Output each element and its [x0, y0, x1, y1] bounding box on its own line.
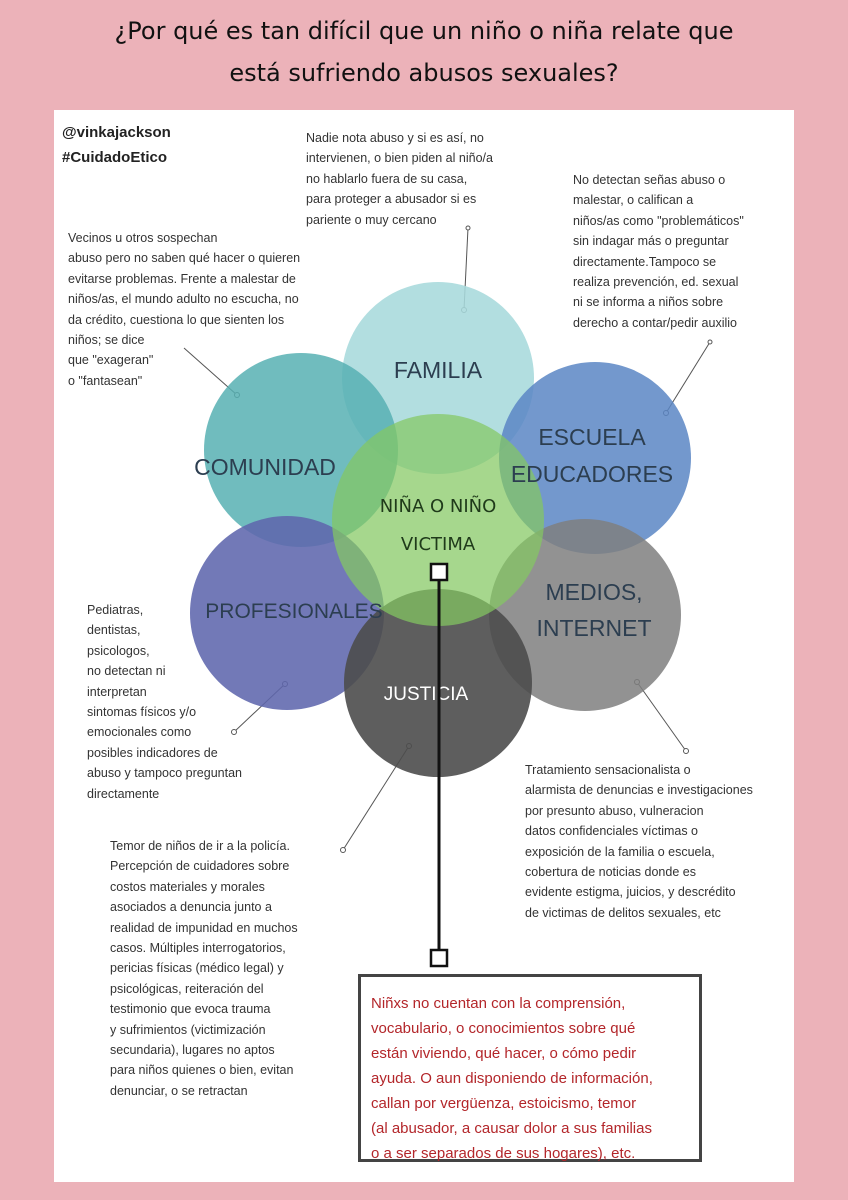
- title-line-1: ¿Por qué es tan difícil que un niño o ni…: [114, 17, 734, 45]
- note-profesionales: Pediatras, dentistas, psicologos, no det…: [87, 603, 242, 801]
- label-profesionales: PROFESIONALES: [205, 600, 382, 623]
- label-justicia: JUSTICIA: [384, 684, 469, 705]
- circle-medios: [489, 519, 681, 711]
- label-familia: FAMILIA: [394, 357, 483, 383]
- note-comunidad: Vecinos u otros sospechan abuso pero no …: [68, 231, 301, 388]
- title-line-2: está sufriendo abusos sexuales?: [229, 59, 619, 87]
- note-familia: Nadie nota abuso y si es así, no intervi…: [306, 131, 493, 227]
- circle-labels: FAMILIA COMUNIDAD ESCUELA EDUCADORES PRO…: [194, 357, 673, 705]
- circle-center-victima: [332, 414, 544, 626]
- note-justicia: Temor de niños de ir a la policía. Perce…: [110, 839, 298, 1098]
- handle-username: @vinkajackson: [62, 124, 171, 141]
- note-medios: Tratamiento sensacionalista o alarmista …: [525, 763, 753, 920]
- label-escuela-1: ESCUELA: [538, 424, 646, 450]
- connector-bottom-square: [429, 948, 449, 968]
- circles: [190, 282, 691, 777]
- note-escuela: No detectan señas abuso o malestar, o ca…: [573, 173, 744, 330]
- circle-profesionales: [190, 516, 384, 710]
- label-comunidad: COMUNIDAD: [194, 454, 336, 480]
- leader-line-medios: [636, 681, 687, 752]
- callout-box: Niñxs no cuentan con la comprensión, voc…: [358, 974, 702, 1162]
- page-title: ¿Por qué es tan difícil que un niño o ni…: [0, 10, 848, 94]
- label-medios-1: MEDIOS,: [545, 579, 642, 605]
- label-center-1: NIÑA O NIÑO: [380, 495, 497, 517]
- handle-hashtag: #CuidadoEtico: [62, 149, 168, 166]
- venn-diagram: FAMILIA COMUNIDAD ESCUELA EDUCADORES PRO…: [183, 225, 713, 968]
- leader-line-escuela: [665, 341, 711, 414]
- label-escuela-2: EDUCADORES: [511, 461, 673, 487]
- infographic-card: @vinkajackson #CuidadoEtico Nadie nota a…: [54, 110, 794, 1182]
- connector-top-square: [429, 562, 449, 582]
- label-center-2: VICTIMA: [401, 534, 476, 555]
- center-connector: [429, 562, 449, 968]
- author-handle: @vinkajackson #CuidadoEtico: [62, 120, 171, 170]
- label-medios-2: INTERNET: [537, 615, 652, 641]
- circle-escuela: [499, 362, 691, 554]
